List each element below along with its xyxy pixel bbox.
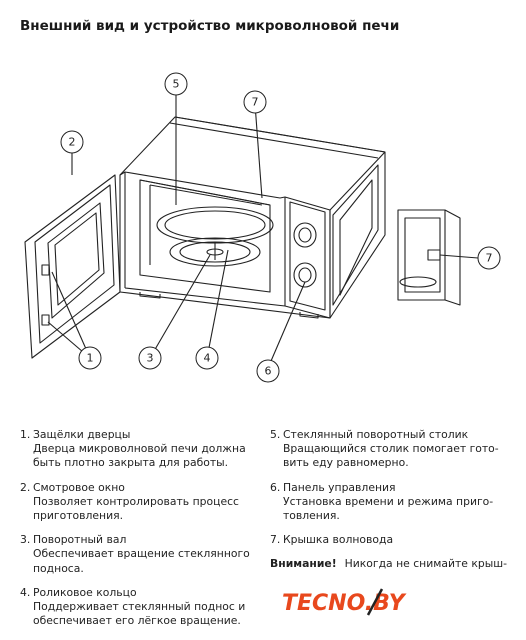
callout-3 xyxy=(138,346,162,370)
list-item: 1. Защёлки дверцы Дверца микроволновой п… xyxy=(20,428,260,471)
item-number: 4. xyxy=(20,585,31,599)
callout-2-label: 2 xyxy=(69,136,76,149)
list-item: 5. Стеклянный поворотный столик Вращающи… xyxy=(270,428,515,471)
item-title: Поворотный вал xyxy=(33,533,127,547)
microwave-diagram: 1 2 3 4 5 6 7 7 xyxy=(24,72,501,383)
callout-5-label: 5 xyxy=(173,78,180,91)
warning-note: Внимание! Никогда не снимайте крыш- xyxy=(270,557,510,573)
item-description: Дверца микроволновой печи должна быть пл… xyxy=(33,442,246,470)
roller-ring xyxy=(169,237,261,267)
item-title: Защёлки дверцы xyxy=(33,428,131,441)
item-title: Панель управления xyxy=(283,480,396,494)
control-panel xyxy=(284,196,331,319)
item-number: 7. xyxy=(270,533,281,547)
item-description: Поддерживает стеклянный поднос и обеспеч… xyxy=(33,600,246,628)
item-number: 5. xyxy=(270,428,281,441)
logo-text: TECNO.BY xyxy=(282,591,407,616)
knob-bottom xyxy=(293,262,317,288)
item-number: 6. xyxy=(270,480,281,494)
callout-6 xyxy=(256,359,280,383)
callout-6-label: 6 xyxy=(265,365,272,378)
item-title: Смотровое окно xyxy=(33,480,125,494)
microwave-body xyxy=(119,116,386,319)
callout-1-label: 1 xyxy=(87,352,94,365)
callout-4 xyxy=(195,346,219,370)
callout-1 xyxy=(78,346,102,370)
callout-7-inset-label: 7 xyxy=(486,252,493,265)
knob-top xyxy=(293,222,317,248)
warning-text: Никогда не снимайте крыш- xyxy=(344,557,508,571)
brand-logo: TECNO.BY xyxy=(282,588,407,616)
callout-7-label: 7 xyxy=(252,96,259,109)
callout-4-label: 4 xyxy=(204,352,211,365)
item-description: Установка времени и режима приго-товлени… xyxy=(283,494,494,523)
callout-2 xyxy=(60,130,84,154)
callout-7-inset xyxy=(477,246,501,270)
callout-5 xyxy=(164,72,188,96)
list-item: 4. Роликовое кольцо Поддерживает стеклян… xyxy=(20,586,260,629)
list-item: 3. Поворотный вал Обеспечивает вращение … xyxy=(20,533,260,576)
item-title: Стеклянный поворотный столик xyxy=(283,428,469,441)
item-description: Вращающийся столик помогает гото-вить ед… xyxy=(283,442,499,470)
waveguide-cover xyxy=(427,249,441,261)
list-item: 2. Смотровое окно Позволяет контролирова… xyxy=(20,481,260,524)
legend-right: 5. Стеклянный поворотный столик Вращающи… xyxy=(270,428,515,573)
door-latch-bottom xyxy=(41,314,50,326)
warning-label: Внимание! xyxy=(270,557,337,571)
item-title: Роликовое кольцо xyxy=(33,585,137,599)
door-latch-top xyxy=(41,264,50,276)
callout-7 xyxy=(243,90,267,114)
door xyxy=(24,174,121,359)
logo-slash xyxy=(366,588,384,616)
item-number: 2. xyxy=(20,480,31,494)
page-title: Внешний вид и устройство микроволновой п… xyxy=(20,18,400,34)
legend-left: 1. Защёлки дверцы Дверца микроволновой п… xyxy=(20,428,260,638)
item-title: Крышка волновода xyxy=(283,533,394,547)
item-number: 1. xyxy=(20,428,31,441)
viewing-window xyxy=(47,202,105,319)
callout-3-label: 3 xyxy=(147,352,154,365)
list-item: 6. Панель управления Установка времени и… xyxy=(270,481,515,524)
item-number: 3. xyxy=(20,533,31,547)
item-description: Обеспечивает вращение стеклянного поднос… xyxy=(33,547,250,575)
item-description: Позволяет контролировать процесс пригото… xyxy=(33,494,239,523)
list-item: 7. Крышка волновода xyxy=(270,533,515,547)
